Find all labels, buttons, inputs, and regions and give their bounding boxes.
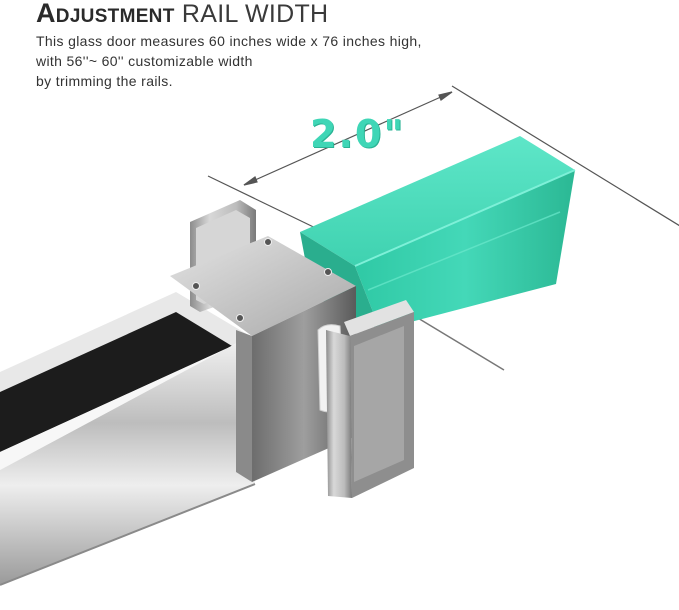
description: This glass door measures 60 inches wide … — [36, 31, 422, 91]
description-line-2: with 56''~ 60'' customizable width — [36, 53, 253, 69]
description-line-3: by trimming the rails. — [36, 73, 173, 89]
title-light: RAIL WIDTH — [181, 0, 329, 28]
dimension-label: 2.0" — [310, 112, 406, 156]
title-bold: Adjustment — [36, 0, 175, 28]
screw-icon — [192, 282, 200, 290]
screw-icon — [264, 238, 272, 246]
description-line-1: This glass door measures 60 inches wide … — [36, 33, 422, 49]
screw-icon — [236, 314, 244, 322]
screw-icon — [324, 268, 332, 276]
dimension-lines — [207, 85, 679, 235]
front-bracket — [326, 300, 414, 498]
page-title: Adjustment RAIL WIDTH — [36, 0, 328, 27]
chrome-rail — [0, 292, 256, 586]
